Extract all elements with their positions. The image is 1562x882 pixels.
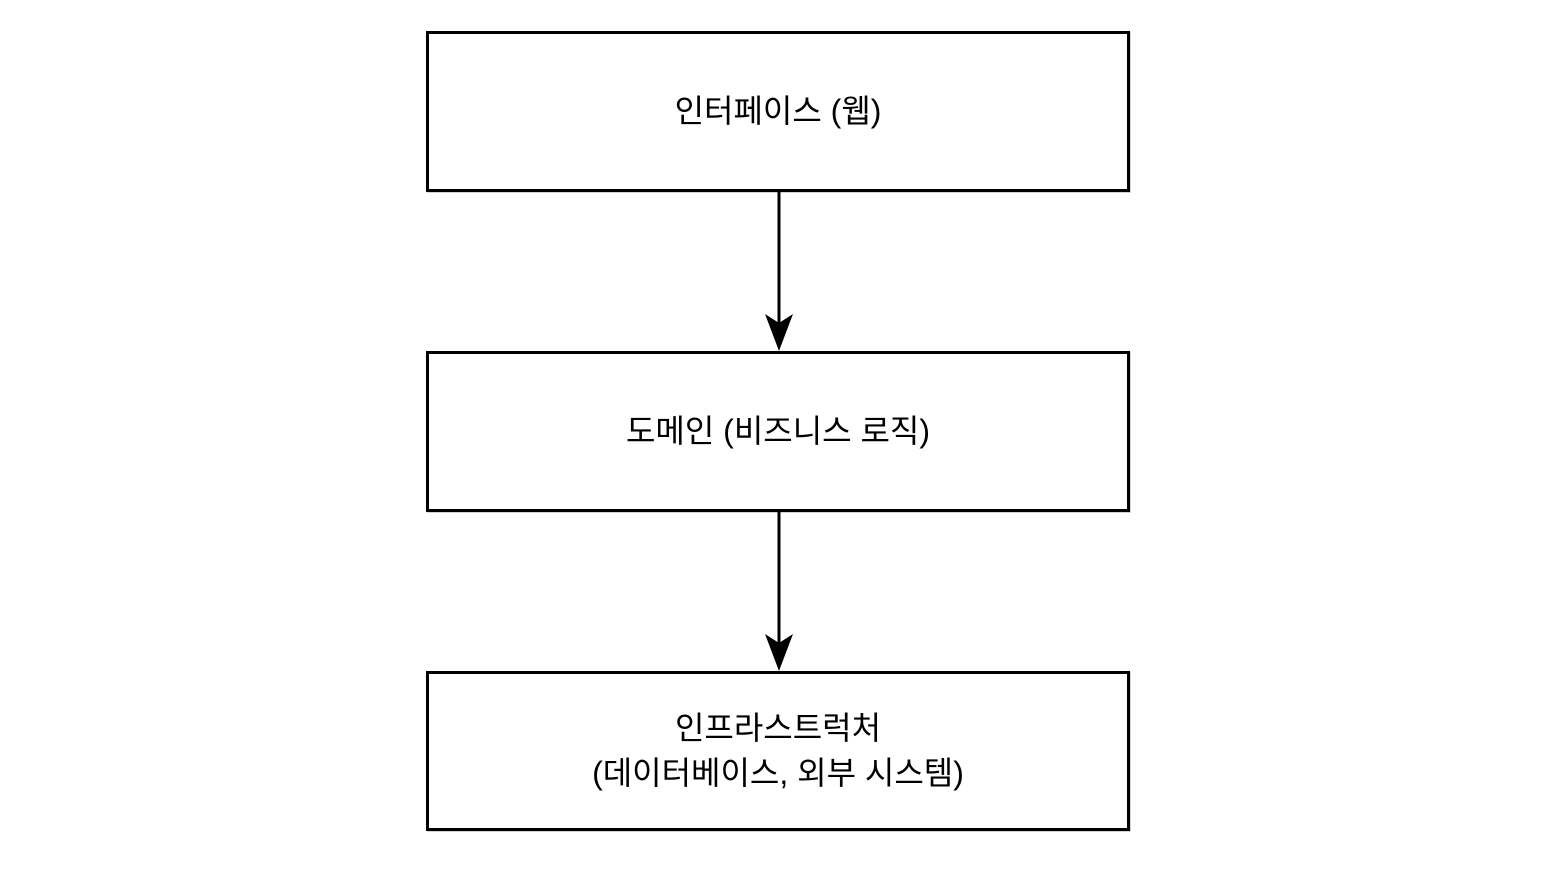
arrow-down-icon: [765, 192, 793, 351]
arrow-down-icon: [765, 512, 793, 671]
box-interface-layer: 인터페이스 (웹): [426, 31, 1130, 192]
box-domain-label: 도메인 (비즈니스 로직): [625, 413, 931, 449]
box-infrastructure-label-line2: (데이터베이스, 외부 시스템): [592, 755, 964, 791]
box-infrastructure-label-line1: 인프라스트럭처: [674, 710, 882, 746]
box-interface-label: 인터페이스 (웹): [674, 93, 882, 129]
box-domain-layer: 도메인 (비즈니스 로직): [426, 351, 1130, 512]
box-infrastructure-layer: 인프라스트럭처 (데이터베이스, 외부 시스템): [426, 671, 1130, 831]
